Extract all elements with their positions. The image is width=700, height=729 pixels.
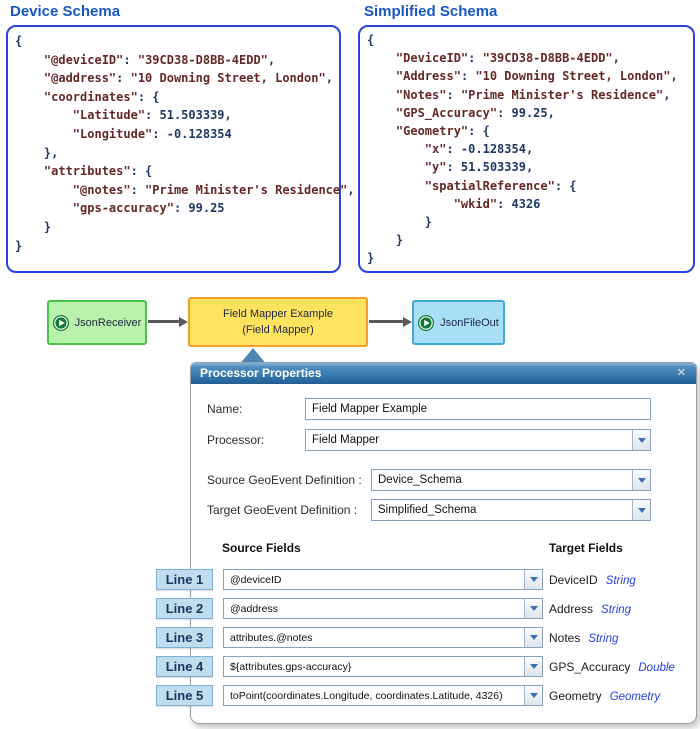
flow-node-field-mapper[interactable]: Field Mapper Example (Field Mapper) — [188, 297, 368, 347]
source-field-combobox[interactable]: ${attributes.gps-accuracy} — [223, 656, 543, 677]
device-schema-box: { "@deviceID": "39CD38-D8BB-4EDD", "@add… — [6, 25, 355, 273]
target-fields-header: Target Fields — [549, 541, 623, 555]
target-field-type: Double — [638, 662, 675, 674]
target-field-cell: Geometry Geometry — [549, 685, 660, 708]
mapping-row: Line 4 ${attributes.gps-accuracy} GPS_Accu… — [156, 656, 696, 679]
chevron-down-icon[interactable] — [524, 599, 542, 618]
play-icon — [52, 314, 69, 331]
source-fields-header: Source Fields — [222, 541, 301, 555]
source-definition-combobox[interactable]: Device_Schema — [371, 469, 651, 491]
line-label-badge: Line 5 — [156, 685, 213, 706]
flow-node-label: JsonFileOut — [440, 316, 499, 329]
source-field-combobox[interactable]: toPoint(coordinates.Longitude, coordinat… — [223, 685, 543, 706]
target-field-cell: Address String — [549, 598, 631, 621]
dialog-title: Processor Properties — [200, 366, 322, 380]
line-label-badge: Line 1 — [156, 569, 213, 590]
simplified-schema-title: Simplified Schema — [364, 3, 498, 20]
simplified-schema-code: { "DeviceID": "39CD38-D8BB-4EDD", "Addre… — [367, 33, 678, 266]
source-field-combobox[interactable]: @deviceID — [223, 569, 543, 590]
flow-node-label: JsonReceiver — [74, 316, 142, 329]
target-field-cell: Notes String — [549, 627, 618, 650]
target-field-name: DeviceID — [549, 573, 598, 587]
target-field-name: Notes — [549, 631, 581, 645]
source-field-combobox[interactable]: attributes.@notes — [223, 627, 543, 648]
chevron-down-icon[interactable] — [632, 470, 650, 490]
line-label-badge: Line 2 — [156, 598, 213, 619]
chevron-down-icon[interactable] — [632, 500, 650, 520]
target-field-cell: DeviceID String — [549, 569, 636, 592]
mapping-row: Line 1 @deviceID DeviceID String — [156, 569, 696, 592]
source-field-value: @deviceID — [230, 574, 282, 586]
flow-arrow-2-head — [403, 317, 412, 327]
target-field-type: String — [601, 604, 632, 616]
processor-label: Processor: — [207, 433, 265, 447]
flow-arrow-1 — [148, 320, 179, 323]
simplified-schema-box: { "DeviceID": "39CD38-D8BB-4EDD", "Addre… — [358, 25, 695, 273]
name-label: Name: — [207, 402, 243, 416]
source-field-value: toPoint(coordinates.Longitude, coordinat… — [230, 690, 503, 702]
play-icon — [418, 314, 435, 331]
dialog-callout-pointer — [239, 348, 267, 365]
source-field-combobox[interactable]: @address — [223, 598, 543, 619]
line-label-badge: Line 4 — [156, 656, 213, 677]
close-icon[interactable]: ✕ — [676, 367, 686, 379]
target-definition-combobox[interactable]: Simplified_Schema — [371, 499, 651, 521]
target-field-type: String — [605, 575, 636, 587]
chevron-down-icon[interactable] — [524, 686, 542, 705]
target-field-cell: GPS_Accuracy Double — [549, 656, 675, 679]
source-definition-label: Source GeoEvent Definition : — [207, 473, 362, 487]
target-field-name: GPS_Accuracy — [549, 660, 631, 674]
device-schema-code: { "@deviceID": "39CD38-D8BB-4EDD", "@add… — [15, 34, 355, 253]
device-schema-title: Device Schema — [10, 3, 121, 20]
chevron-down-icon[interactable] — [524, 628, 542, 647]
processor-properties-dialog: Processor Properties ✕ Name: Field Mappe… — [156, 362, 697, 724]
flow-arrow-2 — [369, 320, 403, 323]
target-definition-label: Target GeoEvent Definition : — [207, 503, 358, 517]
chevron-down-icon[interactable] — [524, 570, 542, 589]
processor-combobox[interactable]: Field Mapper — [305, 429, 651, 451]
source-field-value: @address — [230, 603, 279, 615]
line-label-badge: Line 3 — [156, 627, 213, 648]
flow-node-title: Field Mapper Example — [222, 308, 334, 320]
target-field-type: String — [588, 633, 619, 645]
source-field-value: ${attributes.gps-accuracy} — [230, 661, 352, 673]
flow-arrow-1-head — [179, 317, 188, 327]
flow-node-jsonreceiver[interactable]: JsonReceiver — [47, 300, 147, 345]
mapping-row: Line 5 toPoint(coordinates.Longitude, coo… — [156, 685, 696, 708]
target-field-type: Geometry — [609, 691, 661, 703]
mapping-row: Line 3 attributes.@notes Notes String — [156, 627, 696, 650]
target-field-name: Geometry — [549, 689, 602, 703]
dialog-titlebar[interactable]: Processor Properties ✕ — [191, 363, 696, 384]
target-field-name: Address — [549, 602, 594, 616]
flow-node-jsonfileout[interactable]: JsonFileOut — [412, 300, 505, 345]
chevron-down-icon[interactable] — [524, 657, 542, 676]
source-field-value: attributes.@notes — [230, 632, 313, 644]
flow-node-subtitle: (Field Mapper) — [242, 324, 314, 336]
chevron-down-icon[interactable] — [632, 430, 650, 450]
mapping-row: Line 2 @address Address String — [156, 598, 696, 621]
name-input[interactable]: Field Mapper Example — [305, 398, 651, 420]
